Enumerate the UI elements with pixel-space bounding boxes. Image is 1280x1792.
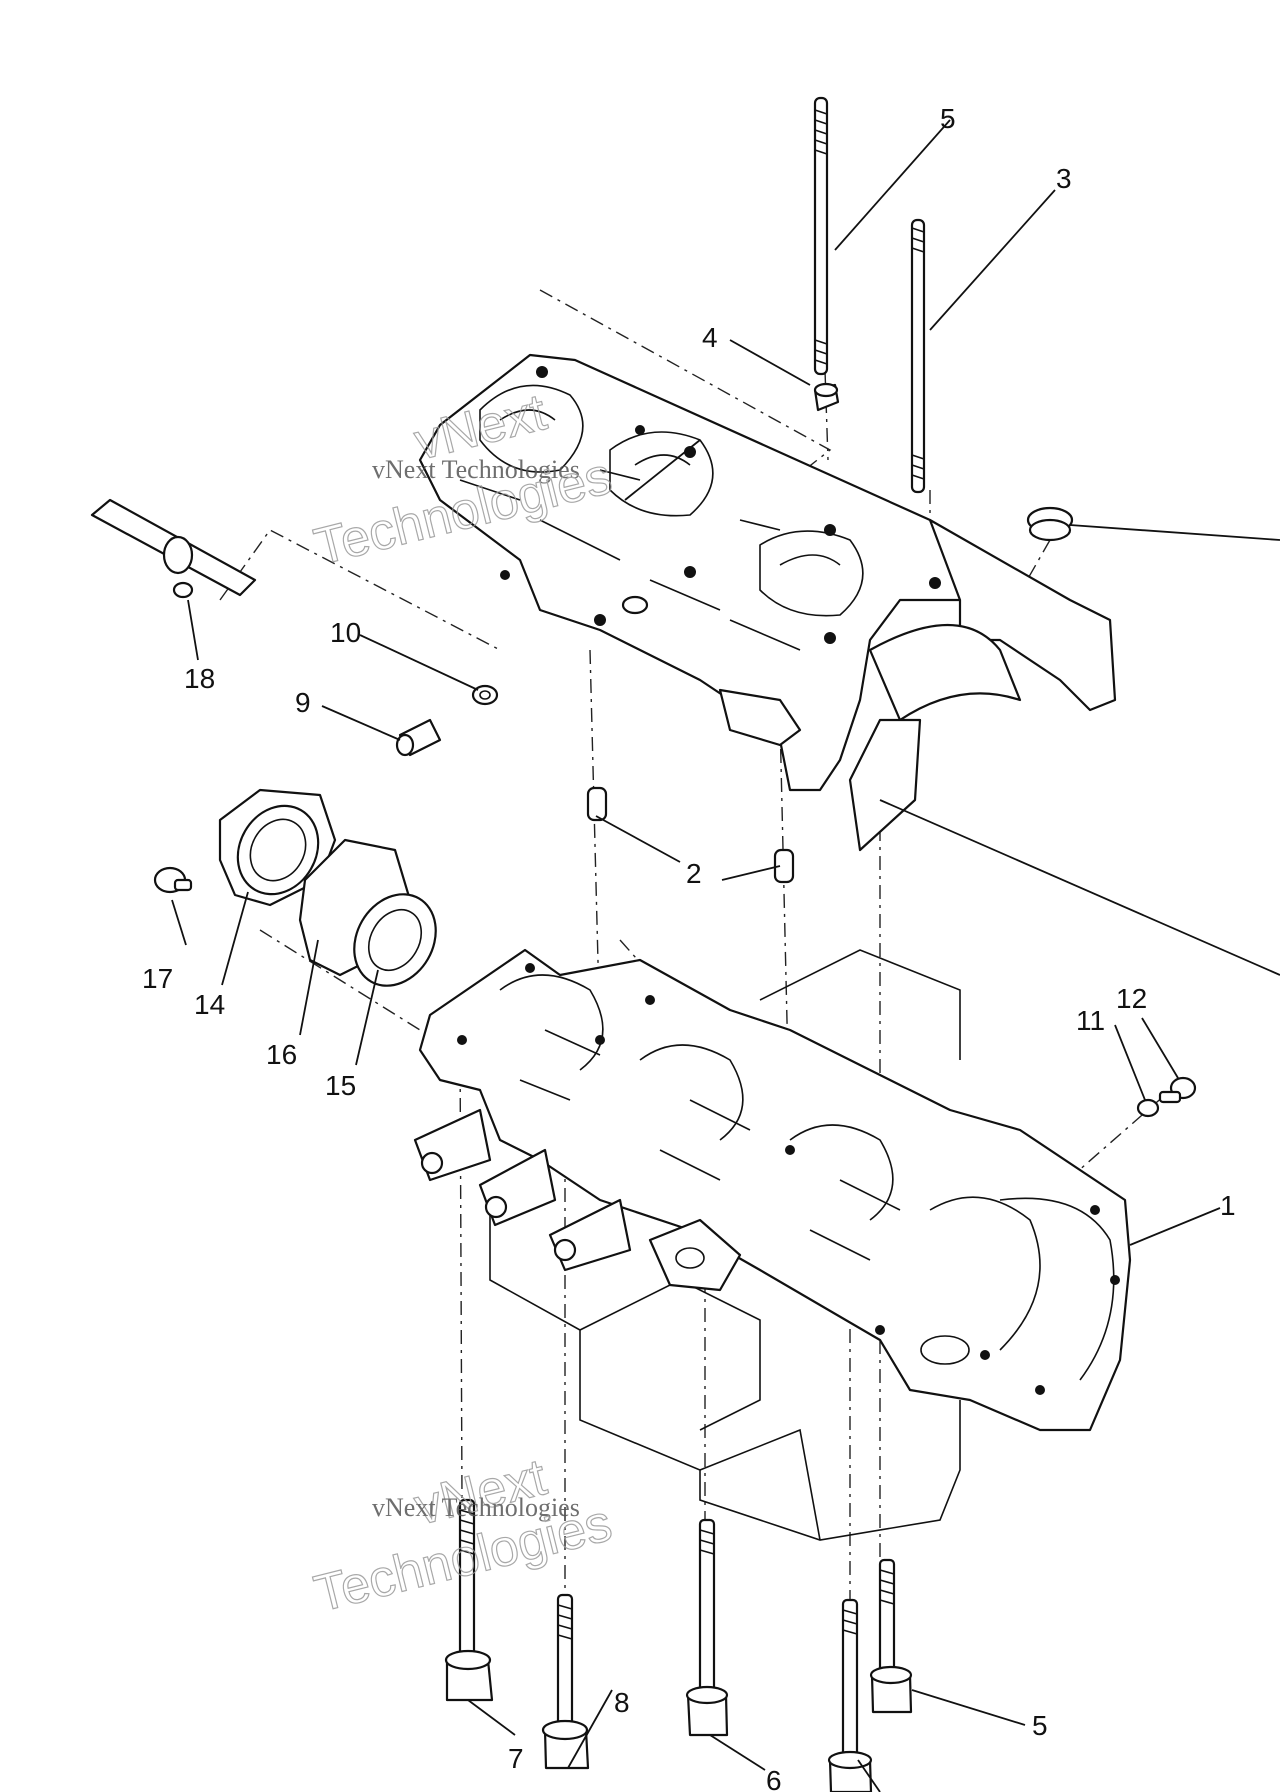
callout-3: 3	[1056, 163, 1072, 194]
bolt-long-lower	[827, 1598, 873, 1792]
watermark-line: vNext Technologies	[372, 1493, 580, 1522]
callout-8: 8	[614, 1687, 630, 1718]
plug-right	[1026, 506, 1074, 542]
seal-15	[353, 893, 437, 987]
callout-labels: 1 2 3 4 5 5 6 7 8 9 10 11 12 14 15 16 17…	[142, 103, 1236, 1792]
stud-top-right	[910, 218, 926, 494]
callout-9: 9	[295, 687, 311, 718]
bolt-8	[541, 1593, 590, 1770]
fitting-9	[395, 718, 442, 757]
bolt-5-lower	[869, 1558, 913, 1714]
washer-10	[471, 684, 499, 706]
callout-1: 1	[1220, 1190, 1236, 1221]
callout-16: 16	[266, 1039, 297, 1070]
callout-2: 2	[686, 858, 702, 889]
callout-15: 15	[325, 1070, 356, 1101]
dowel-pins	[586, 786, 795, 884]
seal-plate-14	[218, 788, 337, 907]
watermark-line: vNext Technologies	[372, 455, 580, 484]
screw-17	[153, 866, 193, 894]
upper-crankcase	[418, 353, 1117, 852]
callout-18: 18	[184, 663, 215, 694]
hose-18	[90, 498, 257, 599]
bolt-7	[444, 1498, 494, 1702]
callout-5-top: 5	[940, 103, 956, 134]
washer-11	[1136, 1098, 1160, 1118]
callout-12: 12	[1116, 983, 1147, 1014]
nut-4	[813, 382, 840, 412]
screw-12	[1158, 1076, 1197, 1104]
callout-14: 14	[194, 989, 225, 1020]
callout-17: 17	[142, 963, 173, 994]
callout-11: 11	[1076, 1005, 1105, 1036]
stud-long-top	[813, 96, 829, 376]
callout-6: 6	[766, 1765, 782, 1792]
callout-7: 7	[508, 1743, 524, 1774]
leader-lines	[171, 119, 1280, 1792]
callout-5-bottom: 5	[1032, 1710, 1048, 1741]
bolt-6	[685, 1518, 729, 1737]
callout-10: 10	[330, 617, 361, 648]
lower-crankcase	[413, 948, 1132, 1541]
callout-4: 4	[702, 322, 718, 353]
